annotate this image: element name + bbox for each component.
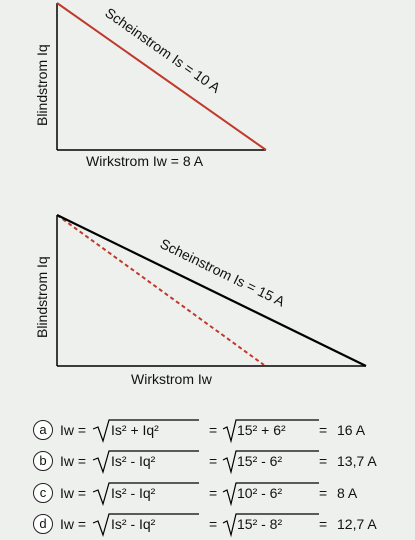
option-result: 16 A [337, 422, 366, 438]
radical-formula: Is² - Iq² [92, 482, 199, 506]
option-numbers: 15² - 8² [237, 516, 283, 532]
option-lhs: Iw = [60, 422, 87, 438]
option-eq: = [209, 422, 218, 438]
option-letter[interactable]: d [33, 514, 53, 534]
option-numbers: 15² - 6² [237, 453, 283, 469]
radical-numbers: 15² + 6² [222, 419, 319, 444]
option-formula: Is² - Iq² [111, 485, 156, 501]
diagram-2-hypotenuse [56, 214, 367, 367]
diagram-1-x-label: Wirkstrom Iw = 8 A [86, 153, 204, 169]
radical-numbers: 10² - 6² [222, 482, 319, 507]
radical-formula: Is² + Iq² [92, 419, 199, 443]
diagram-2: Blindstrom Iq Wirkstrom Iw Scheinstrom I… [34, 214, 367, 387]
option-formula: Is² - Iq² [111, 453, 156, 469]
diagram-1-hypotenuse [56, 2, 267, 151]
option-lhs: Iw = [60, 516, 87, 532]
option-eq: = [209, 516, 218, 532]
diagram-1-hyp-label: Scheinstrom Is = 10 A [102, 4, 224, 96]
option-formula: Is² + Iq² [111, 422, 159, 438]
option-lhs: Iw = [60, 453, 87, 469]
answer-option-a[interactable]: a Iw = Is² + Iq² = 15² + 6² = 16 A [33, 419, 413, 444]
option-lhs: Iw = [60, 485, 87, 501]
option-result: 12,7 A [337, 516, 377, 532]
option-letter[interactable]: c [33, 483, 53, 503]
option-eq2: = [319, 485, 328, 501]
option-eq2: = [319, 422, 328, 438]
answer-option-c[interactable]: c Iw = Is² - Iq² = 10² - 6² = 8 A [33, 482, 413, 507]
diagram-2-dashed-hypotenuse [56, 214, 265, 366]
radical-formula: Is² - Iq² [92, 450, 199, 474]
option-numbers: 15² + 6² [237, 422, 286, 438]
diagram-2-x-label: Wirkstrom Iw [131, 371, 213, 387]
radical-numbers: 15² - 6² [222, 450, 319, 475]
option-result: 8 A [337, 485, 358, 501]
option-numbers: 10² - 6² [237, 485, 283, 501]
option-result: 13,7 A [337, 453, 377, 469]
triangle-diagrams: Blindstrom Iq Wirkstrom Iw = 8 A Scheins… [34, 2, 367, 387]
option-eq2: = [319, 516, 328, 532]
radical-formula: Is² - Iq² [92, 513, 199, 537]
answer-option-d[interactable]: d Iw = Is² - Iq² = 15² - 8² = 12,7 A [33, 513, 413, 538]
diagram-1-y-label: Blindstrom Iq [34, 44, 50, 126]
answer-option-b[interactable]: b Iw = Is² - Iq² = 15² - 6² = 13,7 A [33, 450, 413, 475]
radical-numbers: 15² - 8² [222, 513, 319, 538]
option-letter[interactable]: a [33, 420, 53, 440]
diagram-2-y-label: Blindstrom Iq [34, 256, 50, 338]
option-eq: = [209, 453, 218, 469]
diagram-1: Blindstrom Iq Wirkstrom Iw = 8 A Scheins… [34, 2, 267, 169]
option-formula: Is² - Iq² [111, 516, 156, 532]
option-eq2: = [319, 453, 328, 469]
option-letter[interactable]: b [33, 451, 53, 471]
option-eq: = [209, 485, 218, 501]
